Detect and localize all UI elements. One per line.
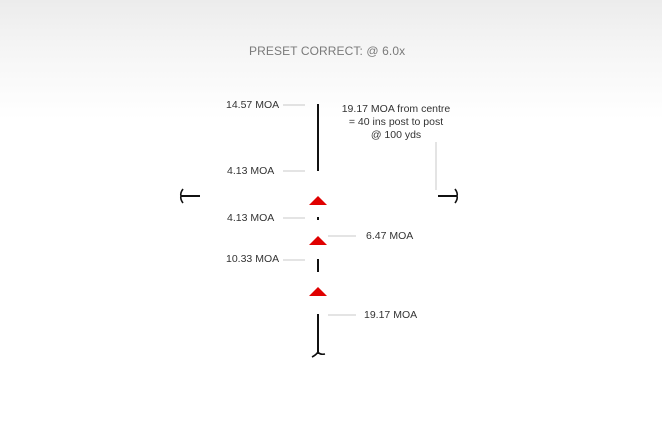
reticle-black: [179, 104, 459, 358]
bottom-post: [317, 314, 319, 354]
note-line-3: @ 100 yds: [370, 129, 422, 141]
right-post: [438, 195, 457, 197]
diagram-title: PRESET CORRECT: @ 6.0x: [249, 44, 406, 58]
left-post-foot: [179, 188, 184, 204]
note-line-1: 19.17 MOA from centre: [341, 103, 451, 115]
mid-post-segment: [317, 259, 319, 272]
chevron-first: [309, 236, 327, 245]
bottom-post-foot: [311, 350, 326, 358]
chevron-centre: [309, 196, 327, 205]
distance-note: 19.17 MOA from centre = 40 ins post to p…: [336, 103, 456, 142]
chevrons: [309, 196, 327, 296]
label-first-chevron: 6.47 MOA: [366, 230, 414, 242]
chevron-second: [309, 287, 327, 296]
label-top-post: 14.57 MOA: [226, 99, 280, 111]
note-line-2: = 40 ins post to post: [348, 116, 444, 128]
top-post: [317, 104, 319, 171]
label-gap-below-centre: 4.13 MOA: [227, 212, 275, 224]
label-bottom-post: 19.17 MOA: [364, 309, 418, 321]
left-post: [181, 195, 200, 197]
label-gap-above-centre: 4.13 MOA: [227, 165, 275, 177]
centre-dot: [317, 217, 319, 220]
leader-lines: [283, 104, 437, 316]
label-second-chevron: 10.33 MOA: [226, 253, 280, 265]
right-post-foot: [454, 188, 459, 204]
